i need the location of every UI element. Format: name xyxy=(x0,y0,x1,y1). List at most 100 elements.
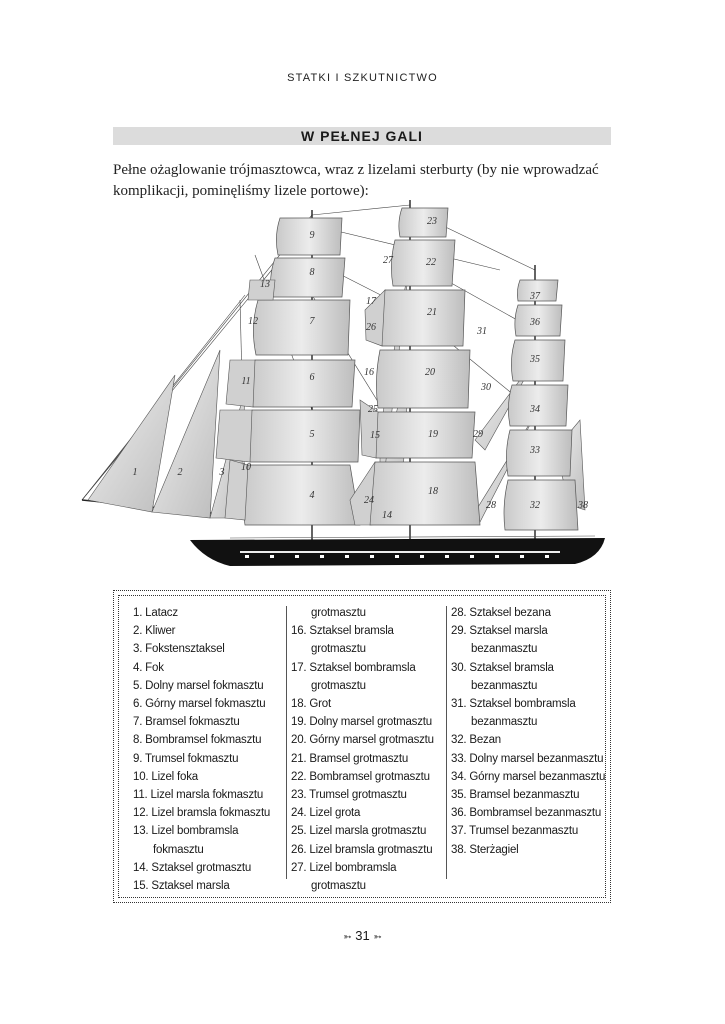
legend-item: 23. Trumsel grotmasztu xyxy=(291,786,441,804)
legend-item: 2. Kliwer xyxy=(133,622,283,640)
sail-number-label: 30 xyxy=(480,382,491,393)
sail-number-label: 15 xyxy=(370,430,380,441)
legend-item: 10. Lizel foka xyxy=(133,768,283,786)
legend-item: 8. Bombramsel fokmasztu xyxy=(133,731,283,749)
sail-number-label: 38 xyxy=(577,500,588,511)
sail-number-label: 32 xyxy=(529,500,540,511)
sail-number-label: 31 xyxy=(476,326,487,337)
sail-number-label: 28 xyxy=(486,500,496,511)
intro-paragraph: Pełne ożaglowanie trójmasztowca, wraz z … xyxy=(113,160,611,202)
legend-item: 4. Fok xyxy=(133,659,283,677)
legend-item: 1. Latacz xyxy=(133,604,283,622)
section-title: W PEŁNEJ GALI xyxy=(113,127,611,145)
legend-item: grotmasztu xyxy=(291,877,441,895)
legend-item: 7. Bramsel fokmasztu xyxy=(133,713,283,731)
legend-item: 36. Bombramsel bezanmasztu xyxy=(451,804,611,822)
sail-number-label: 35 xyxy=(529,354,540,365)
sail-number-label: 27 xyxy=(383,255,394,266)
sail-number-label: 23 xyxy=(427,216,437,227)
hull xyxy=(190,536,605,566)
sail-number-label: 1 xyxy=(133,467,138,478)
page-number-footer: ➳ 31 ➳ xyxy=(0,928,725,943)
legend-item: 6. Górny marsel fokmasztu xyxy=(133,695,283,713)
column-divider xyxy=(446,606,447,879)
sail-number-label: 13 xyxy=(260,279,270,290)
legend-item: 29. Sztaksel marsla xyxy=(451,622,611,640)
sail-number-label: 37 xyxy=(529,291,541,302)
legend-item: 12. Lizel bramsla fokmasztu xyxy=(133,804,283,822)
legend-item: 27. Lizel bombramsla xyxy=(291,859,441,877)
legend-item: grotmasztu xyxy=(291,604,441,622)
legend-item: 28. Sztaksel bezana xyxy=(451,604,611,622)
legend-item: 31. Sztaksel bombramsla xyxy=(451,695,611,713)
sail-number-label: 9 xyxy=(310,230,315,241)
sail-number-label: 17 xyxy=(366,296,377,307)
legend-item: 38. Sterżagiel xyxy=(451,841,611,859)
legend-item: 16. Sztaksel bramsla xyxy=(291,622,441,640)
sail-number-label: 36 xyxy=(529,317,540,328)
sail-number-label: 11 xyxy=(241,376,250,387)
legend-item: 30. Sztaksel bramsla xyxy=(451,659,611,677)
sail-number-label: 4 xyxy=(310,490,315,501)
page-number: 31 xyxy=(355,928,369,943)
legend-item: 25. Lizel marsla grotmasztu xyxy=(291,822,441,840)
sail-number-label: 8 xyxy=(310,267,315,278)
sail-number-label: 34 xyxy=(529,404,540,415)
ornament-left-icon: ➳ xyxy=(343,932,351,943)
legend-item: bezanmasztu xyxy=(451,677,611,695)
sail-number-label: 25 xyxy=(368,404,378,415)
column-divider xyxy=(286,606,287,879)
legend-item: 34. Górny marsel bezanmasztu xyxy=(451,768,611,786)
sail-number-label: 21 xyxy=(427,307,437,318)
legend-item: 9. Trumsel fokmasztu xyxy=(133,750,283,768)
legend-item: 19. Dolny marsel grotmasztu xyxy=(291,713,441,731)
legend-item: grotmasztu xyxy=(291,677,441,695)
sail-number-label: 22 xyxy=(426,257,436,268)
legend-item: bezanmasztu xyxy=(451,640,611,658)
sail-number-label: 3 xyxy=(219,467,225,478)
legend-item: 21. Bramsel grotmasztu xyxy=(291,750,441,768)
legend-item: 11. Lizel marsla fokmasztu xyxy=(133,786,283,804)
sail-number-label: 33 xyxy=(529,445,540,456)
legend-item: 32. Bezan xyxy=(451,731,611,749)
sail-number-label: 5 xyxy=(310,429,315,440)
legend-item: 35. Bramsel bezanmasztu xyxy=(451,786,611,804)
sail-number-label: 24 xyxy=(364,495,374,506)
legend-item: 13. Lizel bombramsla xyxy=(133,822,283,840)
sail-number-label: 14 xyxy=(382,510,392,521)
legend-item: 24. Lizel grota xyxy=(291,804,441,822)
legend-item: bezanmasztu xyxy=(451,713,611,731)
legend-item: grotmasztu xyxy=(291,640,441,658)
sail-number-label: 26 xyxy=(366,322,376,333)
sail-number-label: 18 xyxy=(428,486,438,497)
legend-item: 33. Dolny marsel bezanmasztu xyxy=(451,750,611,768)
legend-item: 20. Górny marsel grotmasztu xyxy=(291,731,441,749)
section-title-bar: W PEŁNEJ GALI xyxy=(113,127,611,145)
legend-item: fokmasztu xyxy=(133,841,283,859)
legend-item: 3. Fokstensztaksel xyxy=(133,640,283,658)
ornament-right-icon: ➳ xyxy=(373,932,381,943)
square-sails xyxy=(243,208,578,530)
legend-item: 26. Lizel bramsla grotmasztu xyxy=(291,841,441,859)
running-head: STATKI I SZKUTNICTWO xyxy=(0,72,725,84)
legend-item: 17. Sztaksel bombramsla xyxy=(291,659,441,677)
legend-item: 15. Sztaksel marsla xyxy=(133,877,283,895)
sail-number-label: 2 xyxy=(178,467,183,478)
legend-item: 18. Grot xyxy=(291,695,441,713)
sail-number-label: 20 xyxy=(425,367,435,378)
legend-item: 5. Dolny marsel fokmasztu xyxy=(133,677,283,695)
legend-item: 14. Sztaksel grotmasztu xyxy=(133,859,283,877)
legend-item: 22. Bombramsel grotmasztu xyxy=(291,768,441,786)
sail-number-label: 16 xyxy=(364,367,374,378)
sail-number-label: 6 xyxy=(310,372,315,383)
sail-number-label: 19 xyxy=(428,429,438,440)
sail-number-label: 29 xyxy=(473,429,483,440)
sail-number-label: 12 xyxy=(248,316,258,327)
sail-number-label: 10 xyxy=(241,462,251,473)
